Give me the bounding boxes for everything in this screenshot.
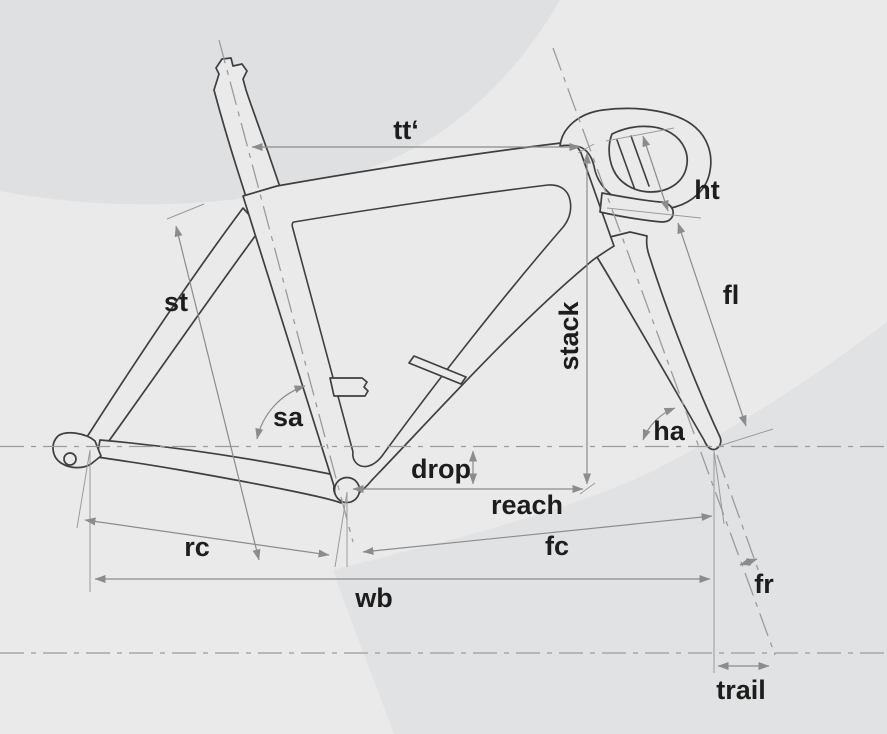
label-stack: stack xyxy=(554,300,584,370)
label-rear-center: rc xyxy=(184,532,210,562)
fork-offset-axis xyxy=(716,454,761,576)
head-tube-top-extension xyxy=(605,127,675,142)
bb-angled-extension xyxy=(334,491,348,568)
seat-tube-axis xyxy=(218,39,354,543)
front-triangle-inner-edge xyxy=(291,184,572,468)
down-tube-bottle-boss xyxy=(408,355,467,385)
label-wheelbase: wb xyxy=(354,583,393,613)
dimension-lines xyxy=(84,135,770,670)
head-tube-bottom-extension xyxy=(606,207,702,219)
steerer-tube-edge-left xyxy=(616,139,636,191)
handlebar xyxy=(559,107,712,211)
fork-end-extension xyxy=(715,428,774,448)
label-front-center: fc xyxy=(545,531,569,561)
steering-axis xyxy=(552,47,776,656)
label-top-tube: tt‘ xyxy=(393,115,418,145)
ha-angle-arc xyxy=(642,407,676,441)
label-seat-angle: sa xyxy=(273,402,304,432)
extension-lines xyxy=(76,127,774,673)
rear-axle-angled-extension xyxy=(76,449,91,529)
derailleur-hanger-hole xyxy=(63,452,77,466)
seat-tube-bottle-boss xyxy=(329,377,369,397)
label-trail: trail xyxy=(716,675,766,705)
label-drop: drop xyxy=(411,454,471,484)
label-head-angle: ha xyxy=(653,416,685,446)
st-dimension-line xyxy=(174,225,261,561)
fl-dimension-line xyxy=(677,222,747,427)
fr-dimension-line xyxy=(739,557,758,567)
label-reach: reach xyxy=(491,490,563,520)
dimension-labels: tt‘ st ht fl stack sa ha drop reach rc f… xyxy=(164,115,774,705)
front-axle-angled-extension xyxy=(713,450,725,525)
rc-dimension-line xyxy=(84,517,330,558)
centerlines xyxy=(0,39,887,656)
label-seat-tube: st xyxy=(164,287,188,317)
st-top-extension xyxy=(166,203,205,220)
fc-dimension-line xyxy=(362,513,713,555)
background-blob-top-left xyxy=(0,0,560,205)
sa-angle-arc xyxy=(255,385,306,440)
label-fork-rake: fr xyxy=(754,569,774,599)
ht-dimension-line xyxy=(642,135,669,212)
stack-top-tick xyxy=(577,143,595,154)
label-fork-length: fl xyxy=(723,280,740,310)
label-head-tube: ht xyxy=(694,175,719,205)
seat-post xyxy=(213,57,282,201)
